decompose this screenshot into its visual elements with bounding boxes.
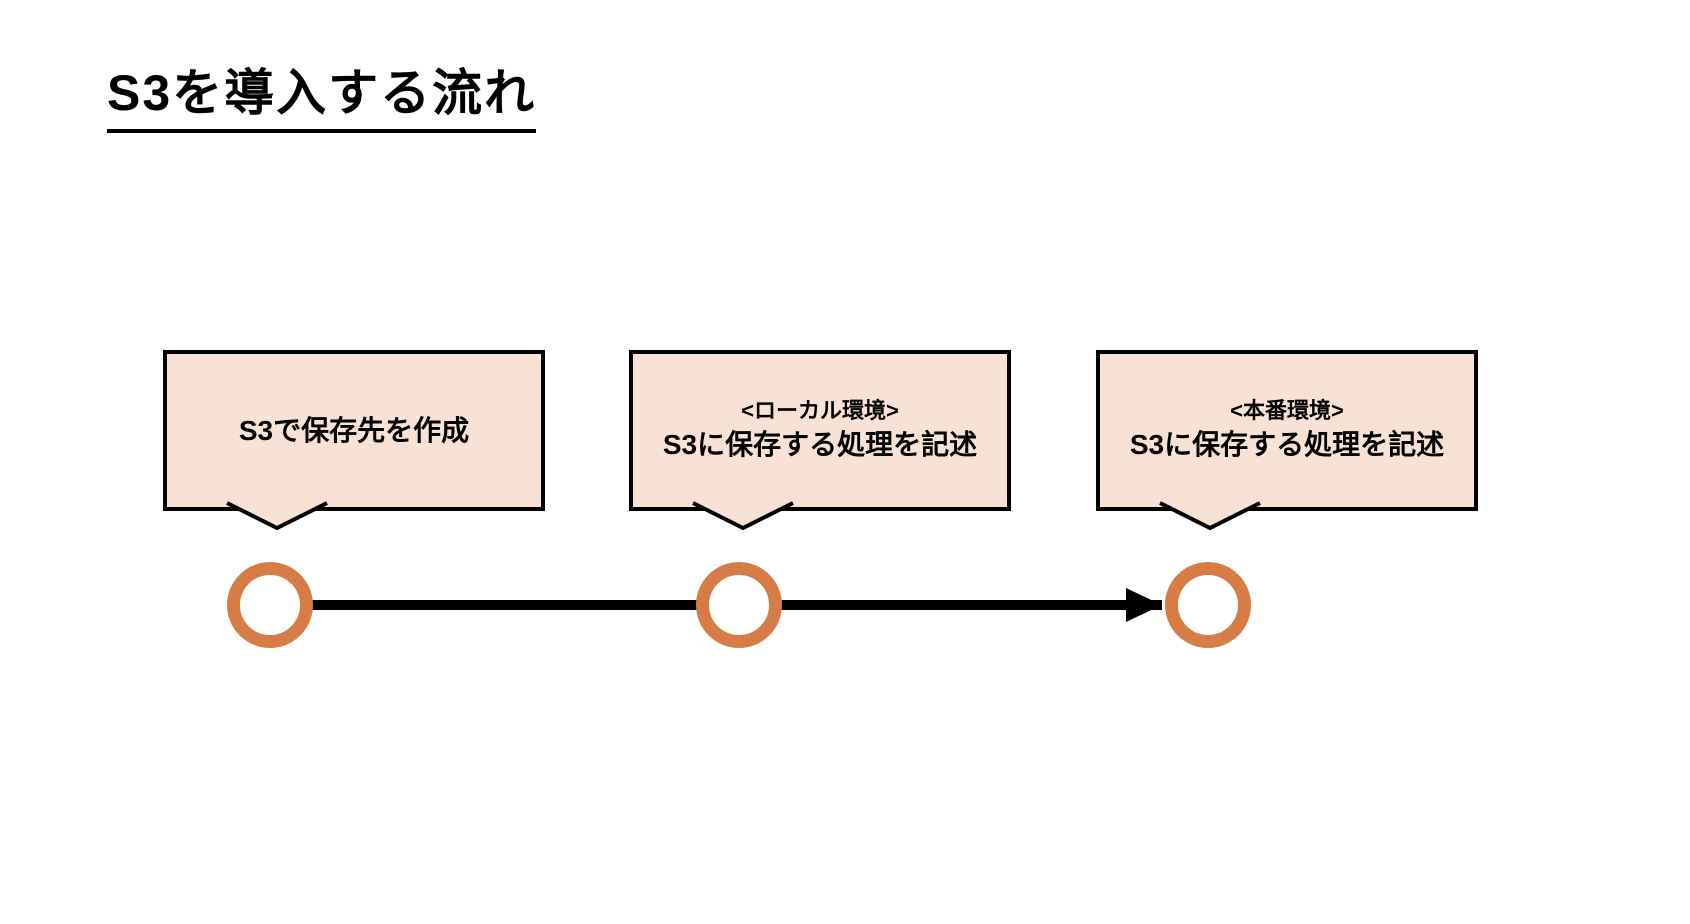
- callout-step-2: <ローカル環境> S3に保存する処理を記述: [629, 350, 1011, 531]
- timeline-node-1: [227, 562, 313, 648]
- callout-step-2-label: S3に保存する処理を記述: [662, 429, 978, 461]
- callout-step-3: <本番環境> S3に保存する処理を記述: [1096, 350, 1478, 531]
- timeline-node-2: [696, 562, 782, 648]
- callout-tail-icon: [1159, 501, 1261, 531]
- arrowhead-icon: [1126, 588, 1162, 622]
- timeline-node-3: [1165, 562, 1251, 648]
- callout-step-1-label: S3で保存先を作成: [238, 414, 470, 446]
- callout-step-3-env-label: <本番環境>: [1230, 397, 1344, 423]
- callout-step-3-label: S3に保存する処理を記述: [1129, 429, 1445, 461]
- callout-tail-icon: [692, 501, 794, 531]
- callout-step-2-env-label: <ローカル環境>: [741, 397, 899, 423]
- callout-step-1: S3で保存先を作成: [163, 350, 545, 531]
- page-title: S3を導入する流れ: [107, 62, 537, 133]
- callout-tail-icon: [226, 501, 328, 531]
